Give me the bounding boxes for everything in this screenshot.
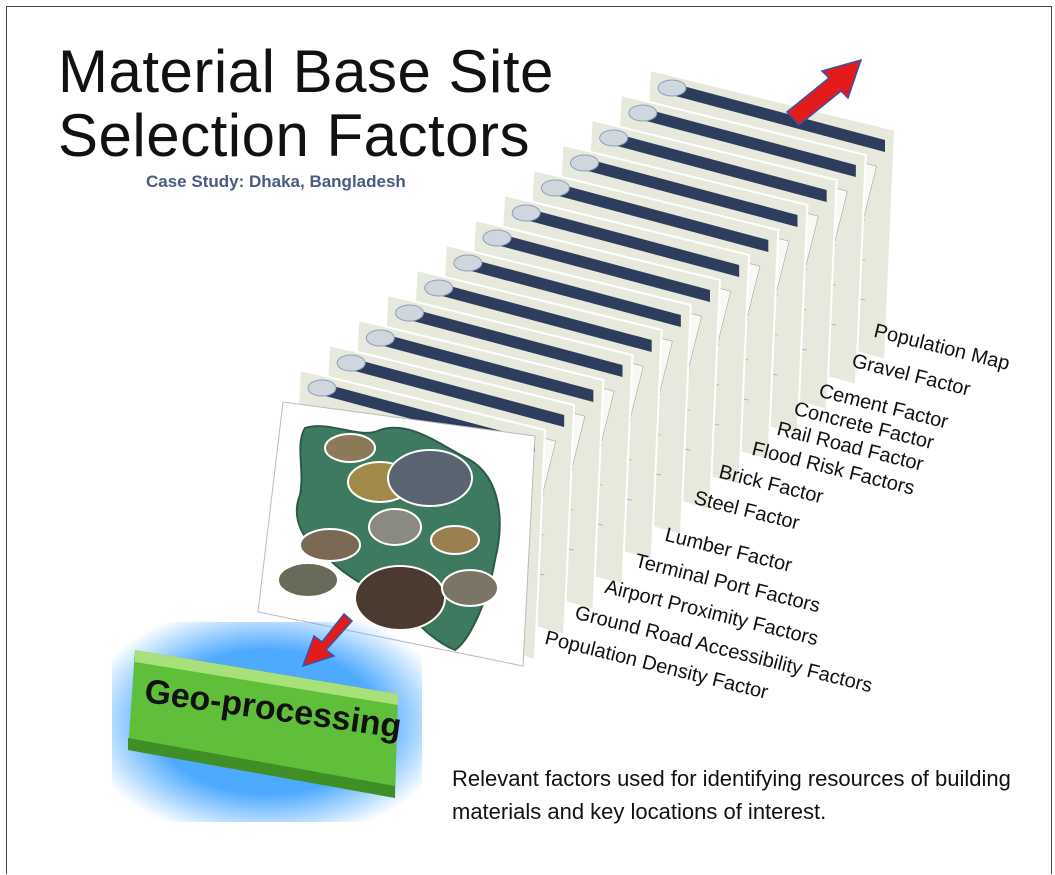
caption: Relevant factors used for identifying re… [452,766,1011,824]
title-line-2: Selection Factors [58,102,531,169]
down-arrow-icon [301,612,354,668]
geo-processing-box [112,622,422,822]
page-title: Material Base Site Selection Factors [58,40,554,168]
top-arrow-icon [785,58,863,127]
title-line-1: Material Base Site [58,38,554,105]
slide-frame [6,6,1052,874]
collage-layer [257,401,536,667]
subtitle: Case Study: Dhaka, Bangladesh [146,172,406,191]
